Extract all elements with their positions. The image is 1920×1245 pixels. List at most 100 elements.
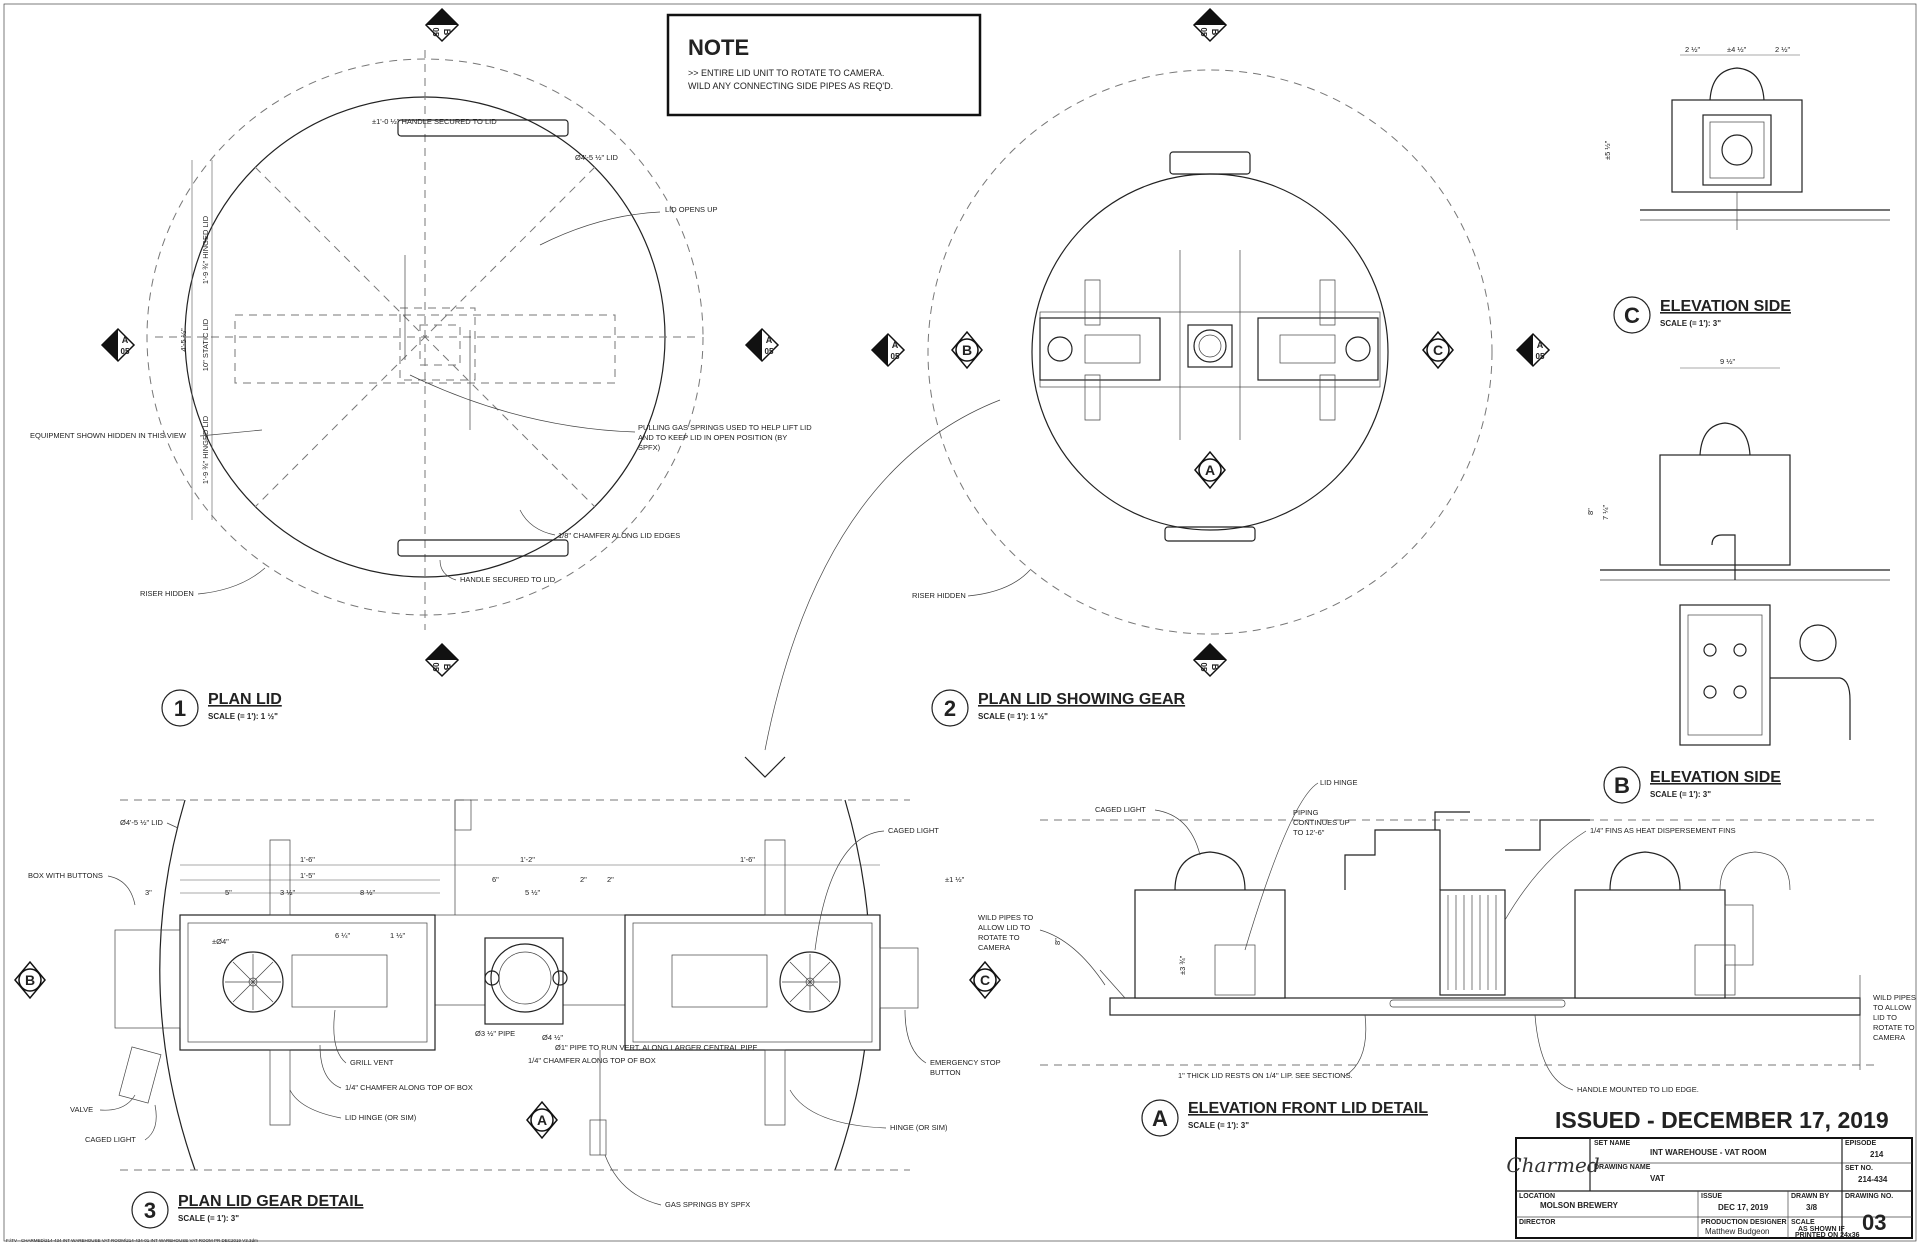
note-box-buttons: BOX WITH BUTTONS (28, 871, 103, 880)
dim-c-2-5-b: 2 ½" (1775, 45, 1791, 54)
elevation-callout-letter: A (537, 1112, 547, 1128)
note-caged-light-right: CAGED LIGHT (888, 826, 939, 835)
view-num-3: 3 (144, 1198, 156, 1223)
view-title-text-1: PLAN LID (208, 691, 282, 708)
caged-light-right-a (1609, 851, 1681, 891)
section-marker: B05 (1192, 642, 1228, 678)
section-marker: A05 (870, 332, 906, 368)
note-handle-top: ±1'-0 ½" HANDLE SECURED TO LID (372, 117, 497, 126)
note-chamfer-lid: 1/8" CHAMFER ALONG LID EDGES (558, 531, 680, 540)
grill-vent-right-3 (671, 954, 768, 1008)
dim-overall-1: 4'-5 ½" (179, 328, 188, 352)
caged-light-right-3 (779, 951, 841, 1013)
dim-8-a: 8" (1053, 938, 1062, 945)
section-marker-letter: B (1210, 664, 1220, 671)
dim-c-4-5: ±4 ½" (1727, 45, 1747, 54)
note-caged-light-a: CAGED LIGHT (1095, 805, 1146, 814)
section-marker: B05 (1192, 7, 1228, 43)
tb-scale-label: SCALE (1791, 1219, 1815, 1226)
note-handle-mounted: HANDLE MOUNTED TO LID EDGE. (1577, 1085, 1699, 1094)
note-wild-left-4: CAMERA (978, 943, 1010, 952)
section-marker-sheet: 05 (431, 663, 440, 672)
section-marker: B05 (424, 7, 460, 43)
tb-designer-label: PRODUCTION DESIGNER (1701, 1219, 1787, 1226)
section-marker-sheet: 05 (1536, 352, 1545, 361)
elevation-callout: A (526, 1100, 558, 1140)
view-scale-2: SCALE (= 1'): 1 ½" (978, 712, 1048, 721)
box-b (1659, 454, 1791, 566)
dim-3: 3" (145, 888, 152, 897)
note-caged-light-left: CAGED LIGHT (85, 1135, 136, 1144)
note-line-1: >> ENTIRE LID UNIT TO ROTATE TO CAMERA. (688, 68, 884, 78)
tb-episode-label: EPISODE (1845, 1140, 1876, 1147)
dim-b-8: 8" (1586, 508, 1595, 515)
elevation-callout: C (969, 960, 1001, 1000)
gear-box-right-3 (624, 914, 881, 1051)
note-wild-right-1: WILD PIPES (1873, 993, 1916, 1002)
view-num-b: B (1614, 773, 1630, 798)
dim-1-5: 1 ½" (390, 931, 406, 940)
tb-director-label: DIRECTOR (1519, 1219, 1555, 1226)
elevation-callout: C (1422, 330, 1454, 370)
charmed-logo: Charmed (1506, 1153, 1599, 1177)
note-piping-2: CONTINUES UP (1293, 818, 1350, 827)
view-title-a: A ELEVATION FRONT LID DETAIL SCALE (= 1'… (1141, 1099, 1428, 1137)
section-marker-letter: A (122, 335, 129, 345)
issued-stamp: ISSUED - DECEMBER 17, 2019 (1555, 1107, 1889, 1133)
caged-light-left-3 (222, 951, 284, 1013)
tb-set-name-label: SET NAME (1594, 1140, 1631, 1147)
section-marker-sheet: 05 (1199, 663, 1208, 672)
view-scale-1: SCALE (= 1'): 1 ½" (208, 712, 278, 721)
section-marker: A 05 (100, 327, 136, 363)
view-b-elevation-side: 9 ½" 8" 7 ¼" (1586, 357, 1890, 746)
section-marker: A05 (1515, 332, 1551, 368)
view-title-text-2: PLAN LID SHOWING GEAR (978, 691, 1186, 708)
note-piping-3: TO 12'-6" (1293, 828, 1325, 837)
elevation-callout-letter: A (1205, 462, 1215, 478)
note-lid-opens: LID OPENS UP (665, 205, 718, 214)
dim-d4-5: Ø4 ½" (542, 1033, 563, 1042)
tb-scale-1: AS SHOWN IF (1798, 1226, 1845, 1233)
dim-b-7-25: 7 ¼" (1601, 504, 1610, 520)
handle-bottom-1 (397, 539, 569, 557)
tb-drawn: 3/8 (1806, 1203, 1818, 1212)
dim-c-5-5: ±5 ½" (1603, 140, 1612, 160)
view-title-c: C ELEVATION SIDE SCALE (= 1'): 3" (1613, 296, 1791, 334)
note-line-2: WILD ANY CONNECTING SIDE PIPES AS REQ'D. (688, 81, 893, 91)
note-wild-left-2: ALLOW LID TO (978, 923, 1030, 932)
section-marker-letter: B (442, 664, 452, 671)
view-scale-a: SCALE (= 1'): 3" (1188, 1121, 1249, 1130)
view-num-1: 1 (174, 696, 186, 721)
gear-center-2 (1187, 324, 1233, 368)
tb-drawing-name: VAT (1650, 1174, 1665, 1183)
note-wild-right-2: TO ALLOW (1873, 1003, 1912, 1012)
tb-issue-label: ISSUE (1701, 1193, 1722, 1200)
dim-static: 10" STATIC LID (201, 318, 210, 371)
box-with-buttons-3 (114, 929, 181, 1029)
view-title-2: 2 PLAN LID SHOWING GEAR SCALE (= 1'): 1 … (931, 689, 1186, 727)
tb-designer: Matthew Budgeon (1705, 1227, 1770, 1236)
section-marker-letter: A (766, 335, 773, 345)
dim-b-9-5: 9 ½" (1720, 357, 1736, 366)
section-marker-sheet: 05 (121, 347, 130, 356)
caged-light-left-a (1174, 851, 1246, 891)
note-valve: VALVE (70, 1105, 93, 1114)
note-emergency-2: BUTTON (930, 1068, 961, 1077)
view-num-2: 2 (944, 696, 956, 721)
note-wild-left-1: WILD PIPES TO (978, 913, 1033, 922)
view-scale-3: SCALE (= 1'): 3" (178, 1214, 239, 1223)
note-riser-1: RISER HIDDEN (140, 589, 194, 598)
note-heading: NOTE (688, 35, 749, 60)
view-num-c: C (1624, 303, 1640, 328)
note-pipe-run: Ø1" PIPE TO RUN VERT. ALONG LARGER CENTR… (555, 1043, 757, 1052)
detail-arrow (744, 756, 786, 778)
caged-light-b (1699, 422, 1751, 456)
note-pipe-dia: Ø3 ½" PIPE (475, 1029, 515, 1038)
view-title-text-b: ELEVATION SIDE (1650, 769, 1781, 786)
elevation-callout-letter: B (962, 342, 972, 358)
detail-leader (764, 399, 1001, 751)
note-wild-right-4: ROTATE TO (1873, 1023, 1915, 1032)
note-emergency-1: EMERGENCY STOP (930, 1058, 1001, 1067)
dim-d4: ±Ø4" (212, 937, 229, 946)
elevation-callout-letter: B (25, 972, 35, 988)
